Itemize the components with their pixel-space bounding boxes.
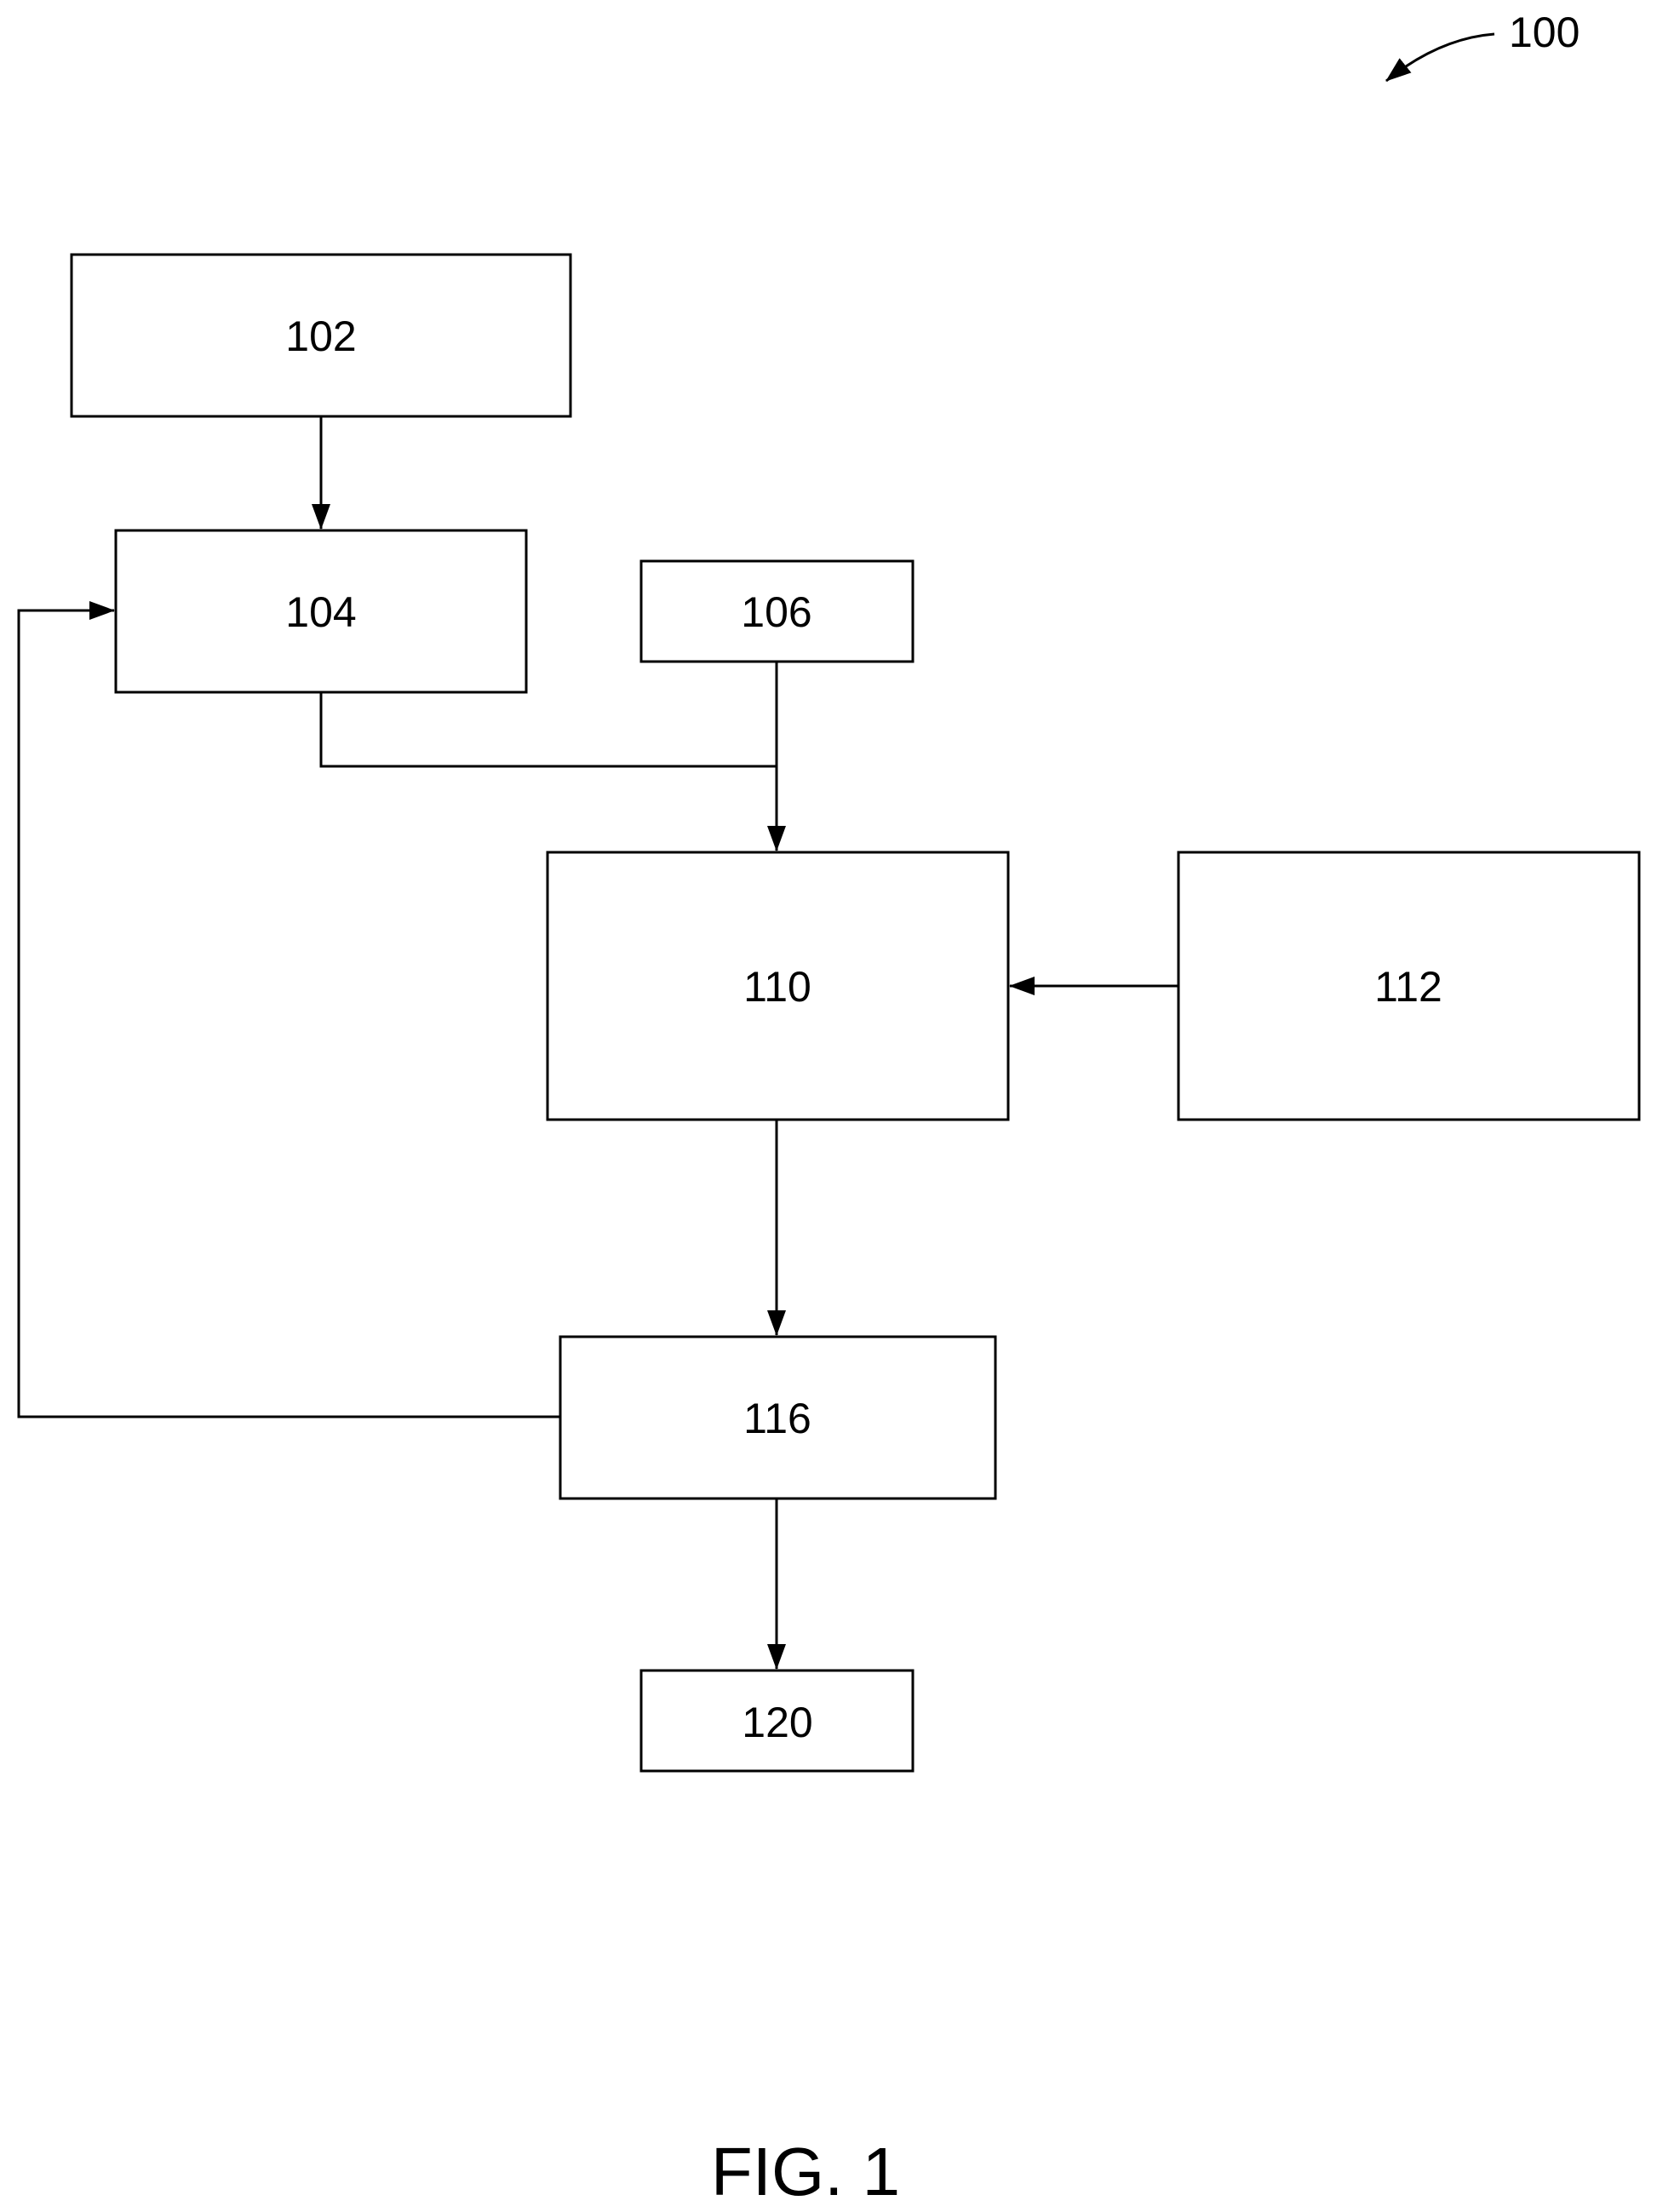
figure-caption: FIG. 1 <box>711 2134 900 2209</box>
node-120-label: 120 <box>742 1699 812 1746</box>
node-110-label: 110 <box>743 963 811 1011</box>
edge-104-to-110 <box>321 692 777 766</box>
edge-116-to-104-feedback <box>19 610 560 1417</box>
node-112-label: 112 <box>1374 963 1442 1011</box>
node-106-label: 106 <box>741 588 811 636</box>
node-120: 120 <box>641 1670 913 1771</box>
node-116-label: 116 <box>743 1395 811 1442</box>
figure-ref-label: 100 <box>1509 9 1580 56</box>
node-116: 116 <box>560 1337 995 1499</box>
node-106: 106 <box>641 561 913 662</box>
node-112: 112 <box>1178 852 1639 1120</box>
node-104: 104 <box>116 530 526 692</box>
node-102-label: 102 <box>285 312 356 360</box>
figure-ref-arrow <box>1386 34 1494 81</box>
node-102: 102 <box>72 255 570 416</box>
node-110: 110 <box>548 852 1008 1120</box>
node-104-label: 104 <box>285 588 356 636</box>
